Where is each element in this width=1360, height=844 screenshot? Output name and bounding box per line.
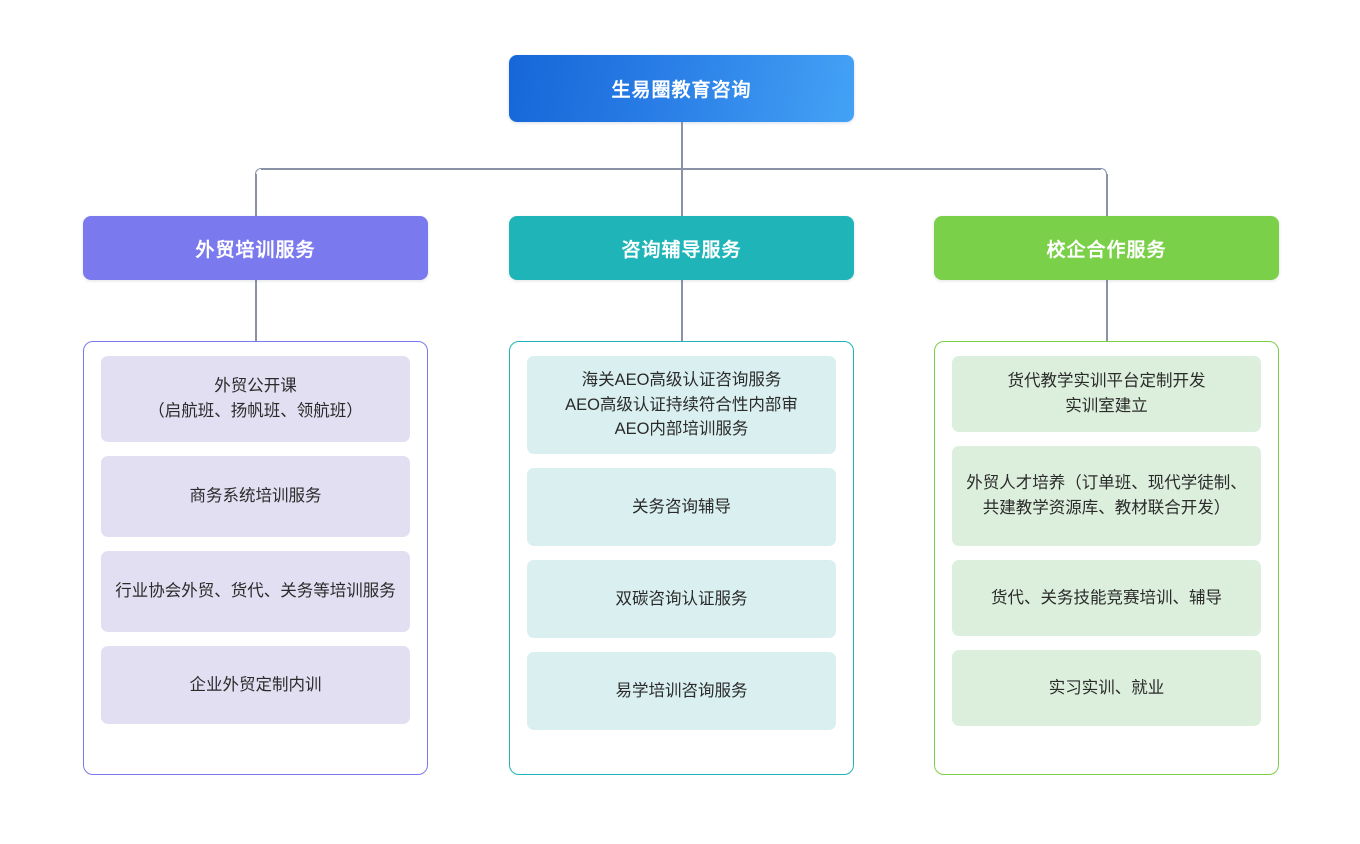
list-item[interactable]: 外贸公开课 （启航班、扬帆班、领航班） (101, 356, 410, 442)
branch-header-foreign-trade-training[interactable]: 外贸培训服务 (83, 216, 428, 280)
branch-header-consulting-tutoring[interactable]: 咨询辅导服务 (509, 216, 854, 280)
list-item-label: 外贸公开课 （启航班、扬帆班、领航班） (148, 377, 363, 420)
root-node-label: 生易圈教育咨询 (611, 80, 752, 101)
list-item[interactable]: 双碳咨询认证服务 (527, 560, 836, 638)
branch-header-label: 咨询辅导服务 (621, 239, 742, 261)
list-item[interactable]: 外贸人才培养（订单班、现代学徒制、共建教学资源库、教材联合开发） (952, 446, 1261, 546)
list-item-label: 商务系统培训服务 (189, 487, 322, 506)
connector-header-to-group-3 (1106, 280, 1108, 341)
connector-elbow-left (255, 168, 266, 179)
list-item[interactable]: 海关AEO高级认证咨询服务 AEO高级认证持续符合性内部审 AEO内部培训服务 (527, 356, 836, 454)
root-node[interactable]: 生易圈教育咨询 (509, 55, 854, 122)
list-item-label: 关务咨询辅导 (632, 497, 731, 516)
connector-header-to-group-2 (681, 280, 683, 341)
list-item-label: 易学培训咨询服务 (615, 681, 748, 700)
connector-drop-branch-3 (1106, 174, 1108, 216)
list-item-label: 货代、关务技能竞赛培训、辅导 (991, 588, 1222, 607)
list-item[interactable]: 商务系统培训服务 (101, 456, 410, 537)
list-item[interactable]: 关务咨询辅导 (527, 468, 836, 546)
connector-header-to-group-1 (255, 280, 257, 341)
list-item[interactable]: 实习实训、就业 (952, 650, 1261, 726)
list-item[interactable]: 货代、关务技能竞赛培训、辅导 (952, 560, 1261, 636)
branch-header-label: 校企合作服务 (1046, 239, 1167, 261)
list-item-label: 外贸人才培养（订单班、现代学徒制、共建教学资源库、教材联合开发） (966, 474, 1247, 517)
list-item-label: 企业外贸定制内训 (189, 675, 322, 694)
group-box-consulting-tutoring: 海关AEO高级认证咨询服务 AEO高级认证持续符合性内部审 AEO内部培训服务 … (509, 341, 854, 775)
list-item[interactable]: 企业外贸定制内训 (101, 646, 410, 724)
connector-drop-branch-1 (255, 174, 257, 216)
group-box-school-enterprise-cooperation: 货代教学实训平台定制开发 实训室建立 外贸人才培养（订单班、现代学徒制、共建教学… (934, 341, 1279, 775)
connector-drop-branch-2 (681, 168, 683, 216)
list-item-label: 双碳咨询认证服务 (615, 589, 748, 608)
list-item-label: 实习实训、就业 (1048, 678, 1165, 697)
list-item-label: 行业协会外贸、货代、关务等培训服务 (115, 582, 396, 601)
connector-elbow-right (1096, 168, 1107, 179)
list-item[interactable]: 行业协会外贸、货代、关务等培训服务 (101, 551, 410, 632)
list-item-label: 货代教学实训平台定制开发 实训室建立 (1007, 372, 1206, 415)
group-box-foreign-trade-training: 外贸公开课 （启航班、扬帆班、领航班） 商务系统培训服务 行业协会外贸、货代、关… (83, 341, 428, 775)
branch-header-school-enterprise-cooperation[interactable]: 校企合作服务 (934, 216, 1279, 280)
list-item[interactable]: 货代教学实训平台定制开发 实训室建立 (952, 356, 1261, 432)
list-item[interactable]: 易学培训咨询服务 (527, 652, 836, 730)
connector-root-stem (681, 122, 683, 168)
list-item-label: 海关AEO高级认证咨询服务 AEO高级认证持续符合性内部审 AEO内部培训服务 (565, 370, 798, 439)
branch-header-label: 外贸培训服务 (195, 239, 316, 261)
